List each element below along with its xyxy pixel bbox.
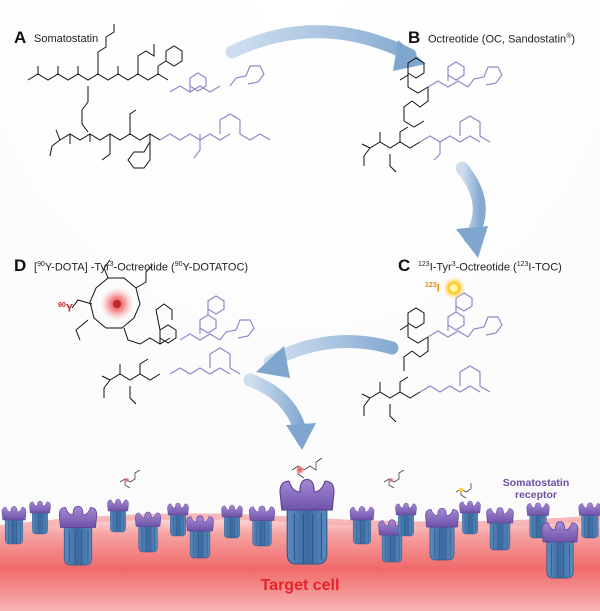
structure-123i-toc (361, 307, 429, 423)
receptor-18 (578, 502, 600, 539)
panel-c-letter: C (398, 256, 411, 275)
panel-d-t2: -Octreotide ( (113, 261, 175, 274)
panel-d-t0: [ (34, 261, 38, 274)
structure-octreotide-highlight (419, 61, 503, 161)
panel-c-t1-sup: 123 (418, 261, 430, 268)
somatostatin-receptor-label: Somatostatin receptor (488, 477, 584, 501)
iodine-123-core (450, 284, 458, 292)
receptor-2 (29, 500, 51, 535)
structure-somatostatin-highlight (159, 65, 271, 159)
receptor-3 (58, 505, 98, 566)
structure-octreotide (361, 57, 429, 173)
structure-90y-dotatoc-highlight (169, 295, 255, 375)
iodine-123-label: 123I (425, 282, 440, 295)
receptor-5 (134, 511, 162, 553)
receptor-main (279, 478, 335, 565)
receptor-4 (107, 498, 129, 533)
panel-b-title: Octreotide (OC, Sandostatin®) (428, 33, 575, 46)
yttrium-90-label: 90Y (58, 302, 73, 315)
panel-c-t3-sup: 123 (516, 261, 529, 268)
ligand-2-glow (388, 477, 394, 483)
ligand-main-glow (295, 465, 305, 475)
structure-90y-dotatoc (71, 259, 177, 405)
panel-d-t1-sup: 90 (37, 261, 45, 268)
receptor-label-line1: Somatostatin (502, 477, 570, 489)
receptor-7 (186, 515, 214, 559)
arrow-a-to-b (225, 25, 426, 71)
panel-b-letter: B (408, 28, 421, 47)
panel-b-title-sup: ® (566, 33, 572, 40)
panel-c-t2: -Octreotide ( (455, 261, 517, 274)
panel-c-t2-sup: 3 (451, 261, 456, 268)
ligand-3-glow (458, 487, 464, 493)
panel-a-letter: A (14, 28, 27, 47)
iodine-123-symbol: I (436, 282, 440, 295)
panel-c-t3: I-TOC) (528, 261, 562, 274)
panel-d-t1: Y-DOTA] -Tyr (44, 261, 110, 274)
iodine-123-mass: 123 (425, 282, 437, 289)
panel-b-title-end: ) (571, 33, 576, 46)
panel-d-letter: D (14, 256, 27, 275)
receptor-15 (486, 507, 514, 551)
receptor-13 (425, 507, 459, 561)
yttrium-90-symbol: Y (65, 302, 74, 315)
receptor-10 (349, 506, 375, 545)
panel-c-title: 123I-Tyr3-Octreotide (123I-TOC) (418, 261, 562, 274)
panel-d-t3-sup: 90 (174, 261, 183, 268)
receptor-12 (395, 502, 417, 537)
arrow-to-receptor (243, 373, 316, 450)
receptor-1 (1, 506, 27, 545)
panel-b-title-main: Octreotide (OC, Sandostatin (428, 33, 567, 46)
receptor-14 (459, 500, 481, 535)
target-cell-label: Target cell (260, 577, 340, 594)
arrow-b-to-c (455, 161, 488, 258)
structure-somatostatin (27, 24, 183, 169)
panel-d-t3: Y-DOTATOC) (182, 261, 249, 274)
yttrium-90-core (113, 300, 121, 308)
receptor-label-line2: receptor (514, 489, 557, 501)
panel-d-t2-sup: 3 (109, 261, 114, 268)
panel-c-t1: I-Tyr (429, 261, 452, 274)
receptor-17 (541, 521, 579, 579)
ligand-1-glow (124, 477, 130, 483)
receptor-9 (248, 505, 276, 547)
yttrium-90-mass: 90 (58, 302, 66, 309)
arrow-c-to-d (256, 335, 399, 378)
panel-d-title: [90Y-DOTA] -Tyr3-Octreotide (90Y-DOTATOC… (34, 261, 248, 274)
receptor-8 (221, 504, 243, 539)
panel-a-title: Somatostatin (34, 33, 99, 45)
receptor-6 (167, 502, 189, 537)
